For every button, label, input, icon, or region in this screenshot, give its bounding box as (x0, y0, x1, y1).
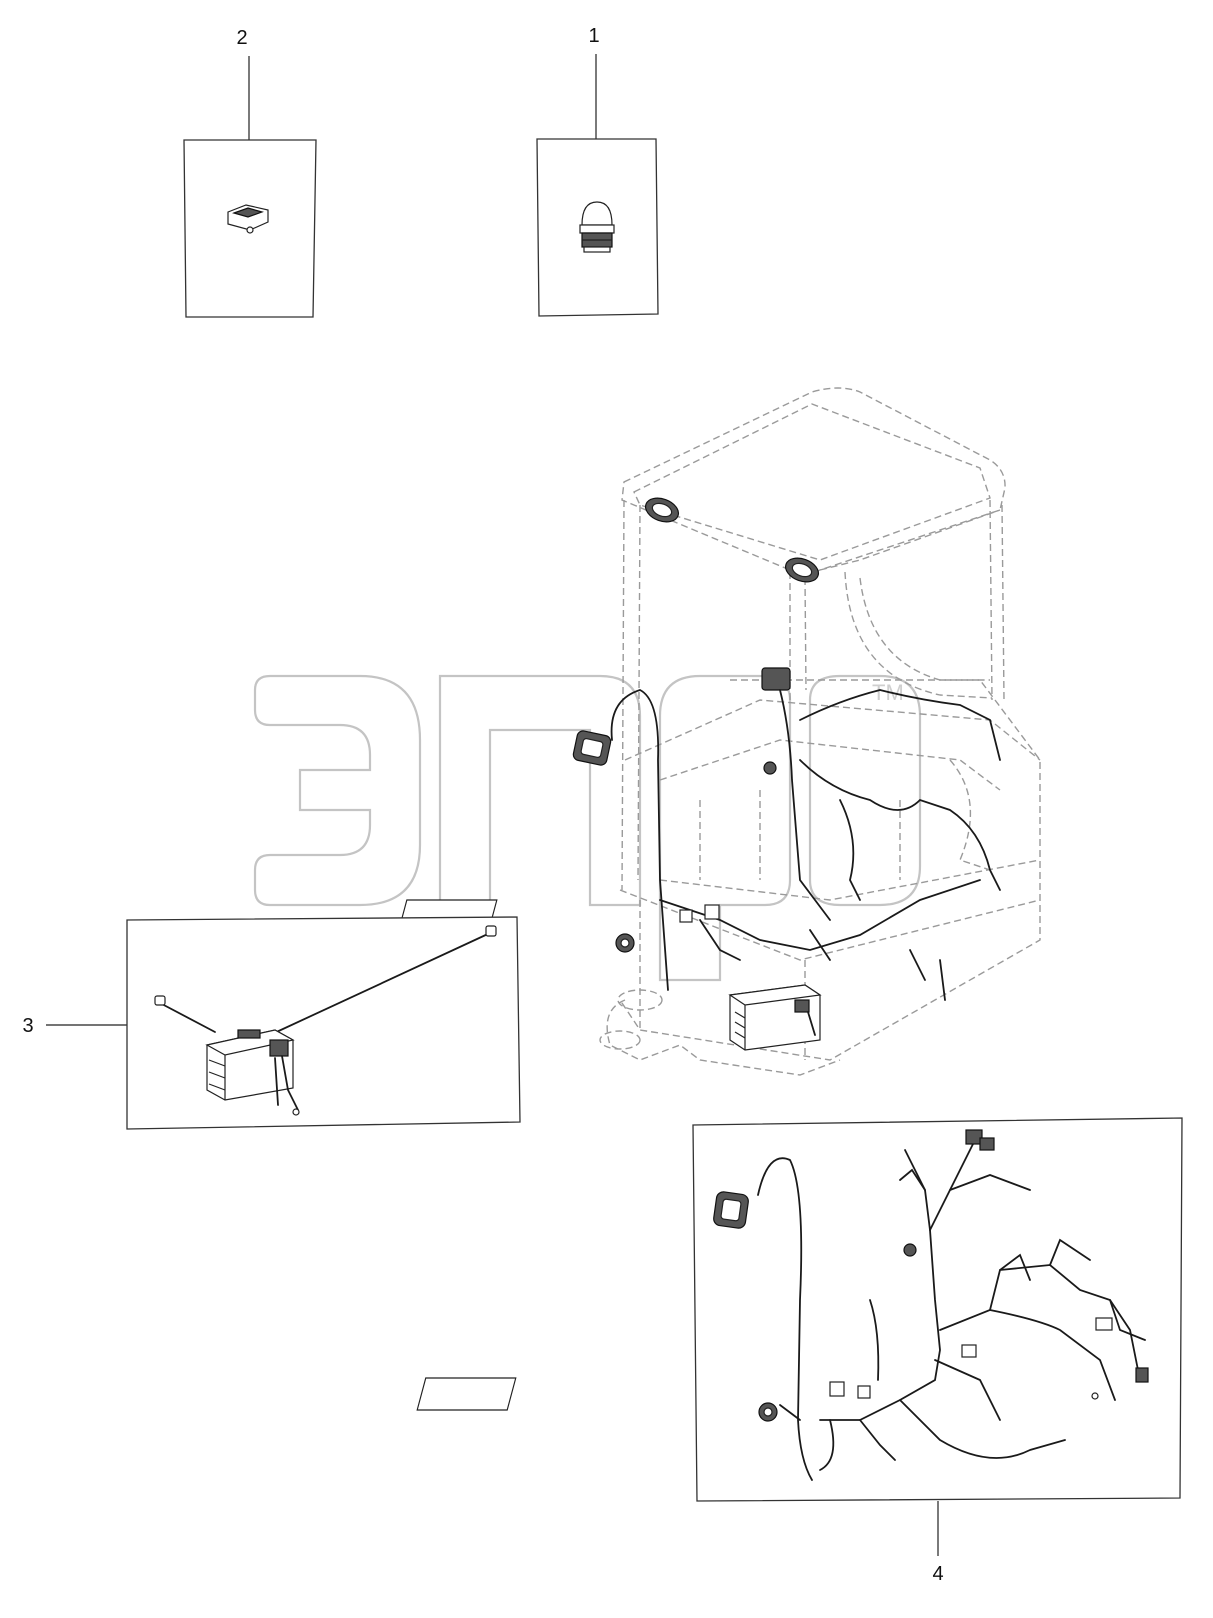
part-3-group[interactable]: 3 (22, 916, 521, 1130)
socket-icon (227, 204, 269, 234)
part-3-box (126, 916, 521, 1130)
part-4-group[interactable]: 4 (416, 1117, 1183, 1585)
callout-2: 2 (236, 27, 247, 49)
battery-with-cable-icon (154, 925, 497, 1116)
callout-1: 1 (588, 25, 599, 47)
canopy-work-lights (644, 497, 820, 583)
callout-4: 4 (932, 1563, 943, 1585)
callout-3: 3 (22, 1015, 33, 1037)
beacon-light-icon (579, 201, 615, 253)
wiring-harness-icon (416, 1129, 1149, 1481)
installed-battery (728, 984, 822, 1051)
part-1-group[interactable]: 1 (536, 25, 659, 317)
part-4-box (692, 1117, 1183, 1502)
part-2-group[interactable]: 2 (183, 27, 317, 318)
machine-frame (599, 387, 1041, 1076)
